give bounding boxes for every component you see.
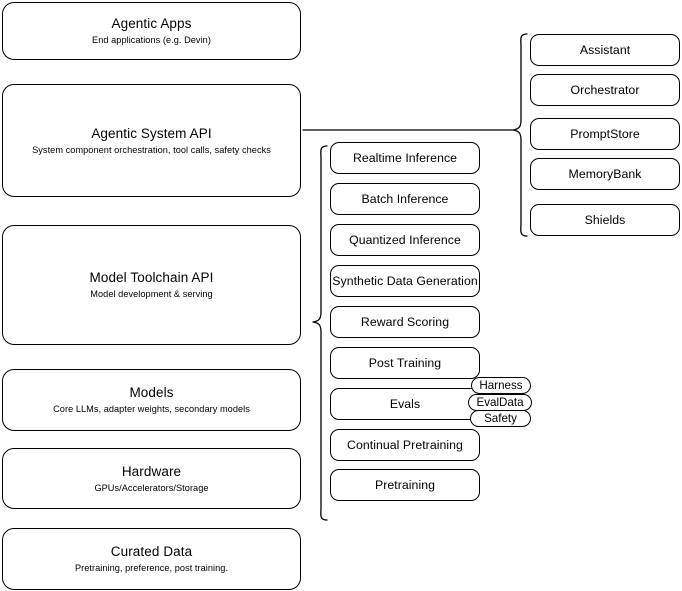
layer-models[interactable]: Models Core LLMs, adapter weights, secon… xyxy=(2,369,301,431)
evals-badge-evaldata[interactable]: EvalData xyxy=(468,394,532,411)
component-label: MemoryBank xyxy=(568,167,642,181)
capability-label: Pretraining xyxy=(374,478,436,492)
brace-system-components xyxy=(512,33,528,237)
capability-post-training[interactable]: Post Training xyxy=(330,347,480,379)
layer-subtitle: System component orchestration, tool cal… xyxy=(32,144,271,155)
capability-continual-pretraining[interactable]: Continual Pretraining xyxy=(330,429,480,461)
capability-label: Evals xyxy=(389,397,421,411)
capability-label: Synthetic Data Generation xyxy=(332,274,478,288)
brace-toolchain-capabilities xyxy=(312,145,328,521)
layer-agentic-system-api[interactable]: Agentic System API System component orch… xyxy=(2,84,301,197)
layer-curated-data[interactable]: Curated Data Pretraining, preference, po… xyxy=(2,528,301,590)
component-promptstore[interactable]: PromptStore xyxy=(530,118,680,150)
capability-batch-inference[interactable]: Batch Inference xyxy=(330,183,480,215)
layer-hardware[interactable]: Hardware GPUs/Accelerators/Storage xyxy=(2,448,301,509)
capability-quantized-inference[interactable]: Quantized Inference xyxy=(330,224,480,256)
component-assistant[interactable]: Assistant xyxy=(530,34,680,66)
capability-synthetic-data-generation[interactable]: Synthetic Data Generation xyxy=(330,265,480,297)
layer-title: Models xyxy=(129,385,174,400)
layer-subtitle: Pretraining, preference, post training. xyxy=(74,563,229,573)
component-orchestrator[interactable]: Orchestrator xyxy=(530,74,680,106)
component-shields[interactable]: Shields xyxy=(530,204,680,236)
component-label: Shields xyxy=(584,213,626,227)
badge-label: EvalData xyxy=(476,396,524,409)
capability-label: Post Training xyxy=(368,356,442,370)
component-label: Orchestrator xyxy=(570,83,640,97)
evals-badge-safety[interactable]: Safety xyxy=(470,410,531,427)
layer-title: Curated Data xyxy=(110,544,193,559)
capability-label: Continual Pretraining xyxy=(347,438,463,452)
badge-label: Safety xyxy=(484,412,517,425)
evals-badge-harness[interactable]: Harness xyxy=(471,377,531,394)
layer-subtitle: Model development & serving xyxy=(90,289,213,299)
component-label: PromptStore xyxy=(570,127,640,141)
layer-agentic-apps[interactable]: Agentic Apps End applications (e.g. Devi… xyxy=(2,2,301,60)
layer-subtitle: End applications (e.g. Devin) xyxy=(92,35,211,45)
capability-label: Realtime Inference xyxy=(352,151,458,165)
component-label: Assistant xyxy=(579,43,631,57)
layer-title: Agentic Apps xyxy=(111,16,192,31)
layer-title: Hardware xyxy=(121,463,182,479)
component-memorybank[interactable]: MemoryBank xyxy=(530,158,680,190)
capability-reward-scoring[interactable]: Reward Scoring xyxy=(330,306,480,338)
capability-evals[interactable]: Evals xyxy=(330,388,480,420)
layer-title: Agentic System API xyxy=(91,125,212,141)
layer-model-toolchain-api[interactable]: Model Toolchain API Model development & … xyxy=(2,225,301,345)
layer-subtitle: GPUs/Accelerators/Storage xyxy=(94,482,209,493)
capability-label: Reward Scoring xyxy=(360,315,450,329)
badge-label: Harness xyxy=(479,379,523,392)
layer-title: Model Toolchain API xyxy=(89,270,214,285)
capability-label: Quantized Inference xyxy=(349,233,461,247)
capability-label: Batch Inference xyxy=(361,192,449,206)
capability-realtime-inference[interactable]: Realtime Inference xyxy=(330,142,480,174)
capability-pretraining[interactable]: Pretraining xyxy=(330,469,480,501)
layer-subtitle: Core LLMs, adapter weights, secondary mo… xyxy=(53,404,250,414)
